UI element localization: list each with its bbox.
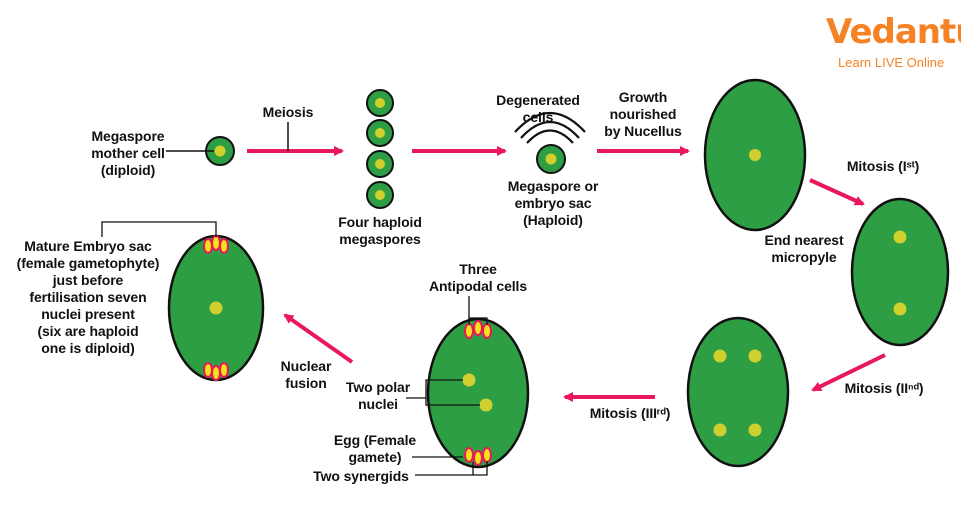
brand-tagline: Learn LIVE Online <box>838 55 945 70</box>
label-megaspore-embryo: Megaspore or embryo sac (Haploid) <box>507 178 599 228</box>
eight-nucleate-sac <box>406 296 530 476</box>
label-degenerated: Degenerated cells <box>496 92 580 125</box>
megaspore-mother-cell <box>166 136 235 166</box>
label-end-nearest: End nearest micropyle <box>764 232 844 265</box>
nuclear-fusion-arrow <box>283 313 354 364</box>
brand-logo: Vedantu <box>826 12 961 52</box>
two-nucleate-sac <box>850 197 950 347</box>
label-mitosis-2: Mitosis (IIⁿᵈ) <box>844 380 924 396</box>
label-polar-nuclei: Two polar nuclei <box>345 379 411 412</box>
label-megaspore-mother-cell: Megaspore mother cell (diploid) <box>91 128 165 178</box>
label-growth: Growth nourished by Nucellus <box>604 89 682 139</box>
label-four-haploid: Four haploid megaspores <box>338 214 422 247</box>
label-mitosis-1: Mitosis (Iˢᵗ) <box>846 158 920 174</box>
label-nuclear-fusion: Nuclear fusion <box>280 358 332 391</box>
label-synergids: Two synergids <box>313 468 409 484</box>
four-haploid-megaspores <box>366 89 394 209</box>
mitosis-1-arrow <box>809 178 865 206</box>
megaspore-embryo-sac <box>536 144 566 174</box>
degenerated-cells <box>514 111 586 144</box>
label-antipodal: Three Antipodal cells <box>428 261 528 294</box>
label-meiosis: Meiosis <box>262 104 314 120</box>
label-egg: Egg (Female gamete) <box>333 432 417 465</box>
four-nucleate-sac <box>686 316 790 468</box>
mitosis-2-arrow <box>811 353 886 392</box>
embryo-sac-grown <box>703 78 807 232</box>
label-mitosis-3: Mitosis (IIIʳᵈ) <box>589 405 671 421</box>
label-mature-embryo: Mature Embryo sac (female gametophyte) j… <box>16 238 160 356</box>
mature-embryo-sac <box>101 221 265 382</box>
